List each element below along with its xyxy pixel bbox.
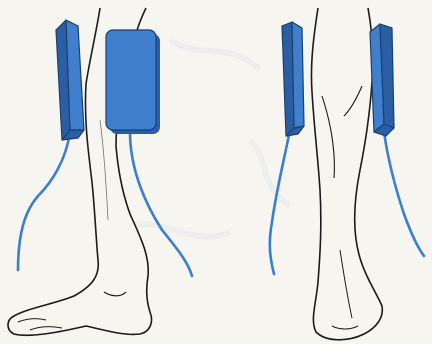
inner-pad-face xyxy=(292,22,304,128)
calf-electrode-pad xyxy=(106,30,160,134)
calf-pad-face xyxy=(106,30,156,130)
inner-calf-electrode-pad xyxy=(282,22,304,136)
outer-calf-electrode-pad xyxy=(370,24,394,136)
